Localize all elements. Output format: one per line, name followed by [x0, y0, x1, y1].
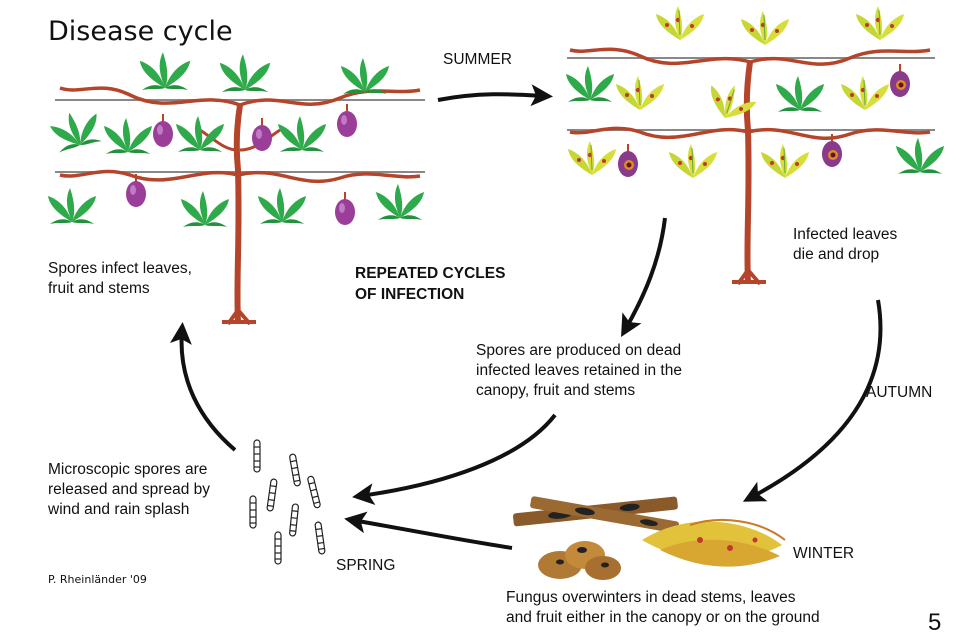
spores-produced-arrow	[352, 413, 557, 505]
overwintering-debris-illustration	[513, 496, 786, 580]
caption-microscopic-spores: Microscopic spores are released and spre…	[48, 461, 211, 518]
caption-spores-infect: Spores infect leaves, fruit and stems	[48, 260, 192, 297]
diagram-title: Disease cycle	[48, 16, 233, 47]
return-arrow	[169, 322, 237, 452]
season-winter-label: WINTER	[793, 545, 854, 562]
microscopic-spores-illustration	[249, 439, 326, 565]
summer-arrow	[437, 84, 553, 107]
season-autumn-label: AUTUMN	[866, 384, 932, 401]
season-summer-label: SUMMER	[443, 51, 512, 68]
spring-arrow	[344, 511, 513, 550]
season-spring-label: SPRING	[336, 557, 395, 574]
infection-arrow	[621, 217, 667, 337]
autumn-arrow	[742, 299, 883, 502]
cycle-arrows	[169, 84, 883, 550]
page-number: 5	[928, 609, 941, 636]
caption-repeated-cycles: REPEATED CYCLES OF INFECTION	[355, 265, 506, 303]
healthy-vine-illustration	[48, 52, 425, 326]
caption-infected-leaves: Infected leaves die and drop	[793, 226, 898, 263]
credit-label: P. Rheinländer '09	[48, 573, 147, 586]
infected-vine-illustration	[566, 5, 944, 286]
caption-spores-produced: Spores are produced on dead infected lea…	[476, 342, 682, 399]
caption-fungus-overwinters: Fungus overwinters in dead stems, leaves…	[506, 589, 820, 626]
